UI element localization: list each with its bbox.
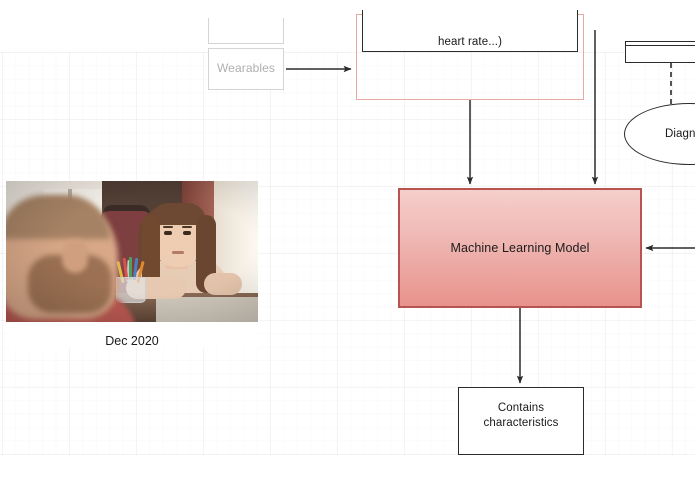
node-unlabeled-above-wearables[interactable]	[208, 18, 284, 44]
node-sensor-data-label: heart rate...)	[437, 36, 503, 49]
node-sensor-data[interactable]: heart rate...)	[362, 10, 578, 52]
contains-line-2: characteristics	[483, 416, 559, 429]
node-machine-learning-model-label: Machine Learning Model	[450, 241, 590, 255]
node-contains-characteristics[interactable]: Contains characteristics	[458, 387, 584, 455]
node-diagnosis-label: Diagn	[665, 127, 695, 140]
node-wearables-label: Wearables	[216, 61, 276, 76]
node-machine-learning-model[interactable]: Machine Learning Model	[398, 188, 642, 308]
node-wearables[interactable]: Wearables	[208, 48, 284, 90]
canvas-top-margin	[0, 0, 695, 52]
photo-caption: Dec 2020	[105, 334, 159, 348]
contains-line-1: Contains	[497, 402, 545, 414]
node-topright-box-cap	[625, 41, 695, 45]
canvas-bottom-margin	[0, 455, 695, 494]
consultation-photo	[6, 181, 258, 322]
node-diagnosis-ellipse[interactable]: Diagn	[624, 103, 695, 165]
node-contains-characteristics-label: Contains characteristics	[484, 401, 559, 430]
photo-card[interactable]: Dec 2020	[6, 181, 258, 348]
node-topright-box[interactable]	[625, 45, 695, 63]
